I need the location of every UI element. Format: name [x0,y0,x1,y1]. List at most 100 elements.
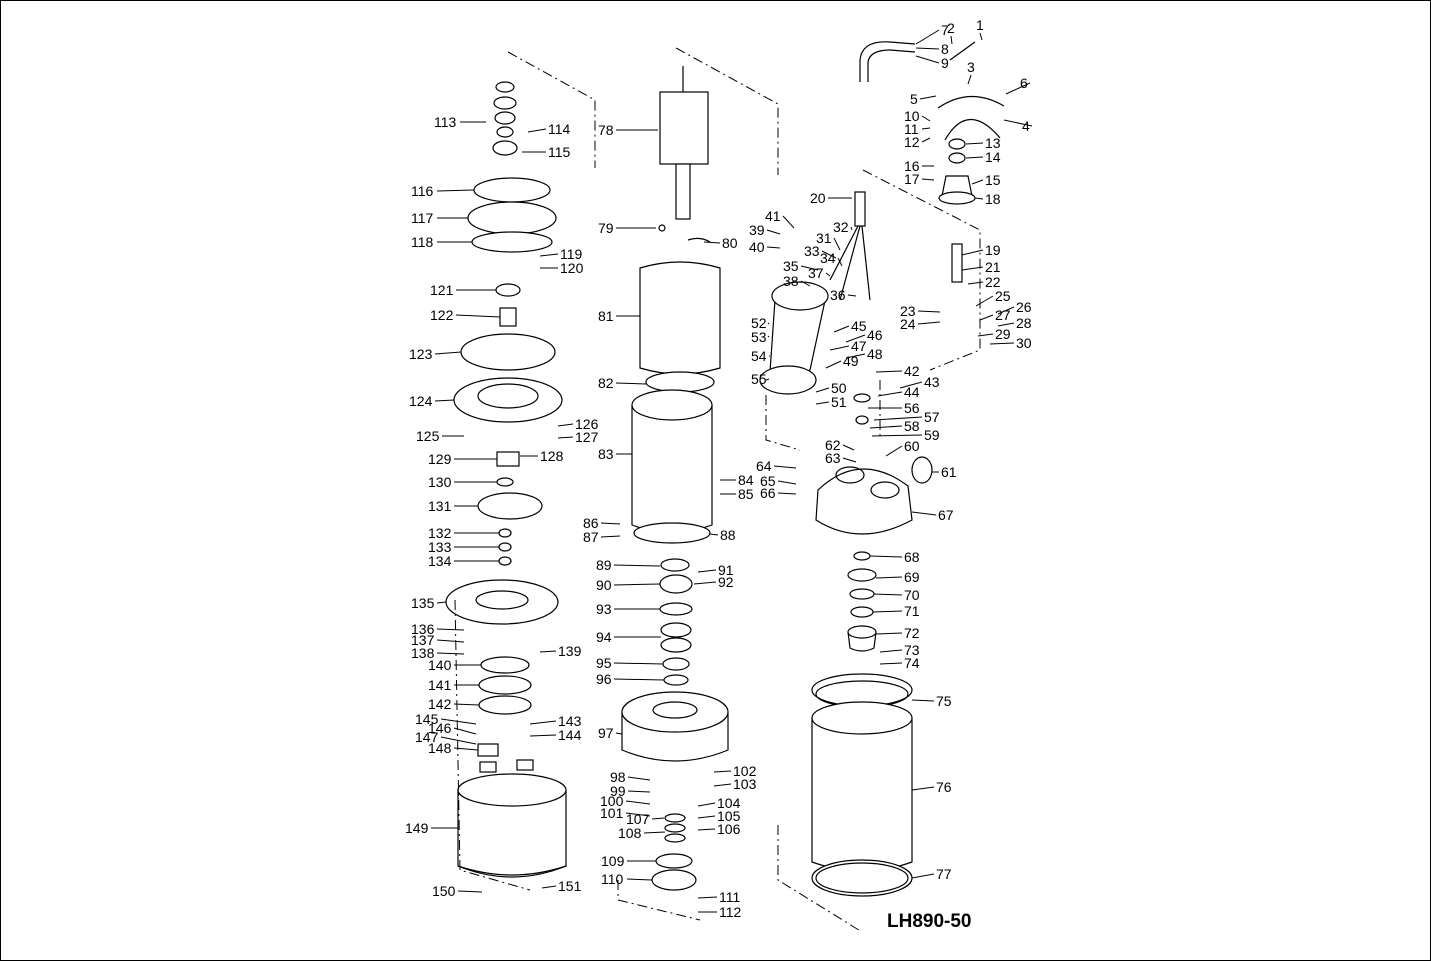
part-label-106: 106 [717,821,741,837]
leader-line-68 [869,555,903,558]
part-label-95: 95 [596,655,612,671]
part-label-33: 33 [804,243,820,259]
part-label-51: 51 [831,394,847,410]
leader-line-97 [615,732,623,735]
part-label-124: 124 [409,393,433,409]
leader-line-4 [1003,119,1033,127]
leader-line-102 [713,770,732,773]
leader-line-36 [847,294,857,297]
part-label-8: 8 [941,41,949,57]
leader-line-90 [613,583,661,586]
part-label-16: 16 [904,158,920,174]
part-label-39: 39 [749,222,765,238]
part-label-60: 60 [904,438,920,454]
leader-line-15 [971,179,984,185]
leader-line-25 [975,295,994,307]
leader-line-27 [979,314,994,321]
leader-line-135 [436,601,447,604]
part-label-107: 107 [626,811,650,827]
leader-line-138 [436,652,465,655]
part-label-96: 96 [596,671,612,687]
leader-line-114 [527,128,547,133]
part-label-64: 64 [756,458,772,474]
part-label-93: 93 [596,601,612,617]
leader-line-3 [967,74,972,85]
part-label-118: 118 [411,234,434,250]
part-label-2: 2 [947,20,955,36]
part-label-66: 66 [760,485,776,501]
leader-line-34 [837,257,843,267]
leader-line-50 [815,387,830,393]
part-label-86: 86 [583,515,599,531]
leader-line-75 [911,699,935,702]
part-label-76: 76 [936,779,952,795]
part-label-77: 77 [936,866,952,882]
leader-line-41 [782,215,795,229]
leader-line-73 [879,649,903,653]
part-label-65: 65 [760,473,776,489]
part-label-73: 73 [904,642,920,658]
leader-line-63 [842,457,857,463]
part-label-75: 75 [936,693,952,709]
leader-line-40 [766,246,781,249]
leader-line-1 [979,32,983,41]
part-label-138: 138 [411,645,435,661]
part-label-46: 46 [867,327,883,343]
part-label-5: 5 [910,91,918,107]
part-label-35: 35 [783,258,799,274]
part-label-37: 37 [808,265,824,281]
part-label-97: 97 [598,725,614,741]
part-label-109: 109 [601,853,625,869]
leader-line-124 [434,399,455,402]
leader-line-99 [627,790,651,793]
leader-line-43 [899,381,923,389]
part-label-27: 27 [995,307,1011,323]
part-label-99: 99 [610,783,626,799]
leader-line-11 [921,127,931,130]
leader-line-47 [829,345,850,351]
part-label-110: 110 [601,871,624,887]
part-label-55: 55 [751,371,767,387]
leader-line-91 [697,569,717,573]
part-label-122: 122 [430,307,454,323]
part-label-136: 136 [411,621,435,637]
leader-line-32 [850,226,853,231]
leader-line-107 [651,817,665,820]
part-label-114: 114 [548,121,571,137]
part-label-146: 146 [428,720,452,736]
part-label-82: 82 [598,375,614,391]
part-label-25: 25 [995,288,1011,304]
part-label-119: 119 [560,246,583,262]
part-label-11: 11 [904,121,919,137]
leader-line-143 [529,720,557,725]
part-label-121: 121 [430,282,454,298]
leader-line-70 [873,593,903,596]
part-label-143: 143 [558,713,582,729]
leader-line-39 [766,229,781,235]
part-label-70: 70 [904,587,920,603]
leader-line-37 [825,272,831,277]
leader-line-95 [613,662,664,665]
leader-line-103 [713,783,732,787]
model-label: LH890-50 [887,911,972,932]
part-label-14: 14 [985,149,1001,165]
part-label-69: 69 [904,569,920,585]
leader-line-100 [625,800,651,805]
part-label-113: 113 [434,114,457,130]
leader-line-7 [915,29,940,45]
part-label-48: 48 [867,346,883,362]
part-label-104: 104 [717,795,741,811]
leader-line-8 [915,47,940,50]
part-label-67: 67 [938,507,954,523]
leader-line-116 [436,189,475,192]
part-label-98: 98 [610,769,626,785]
leader-line-96 [613,678,665,681]
leader-line-98 [627,776,651,781]
part-label-36: 36 [830,287,846,303]
leader-line-12 [921,137,931,143]
leader-line-49 [825,360,842,369]
part-label-85: 85 [738,486,754,502]
part-label-54: 54 [751,348,767,364]
